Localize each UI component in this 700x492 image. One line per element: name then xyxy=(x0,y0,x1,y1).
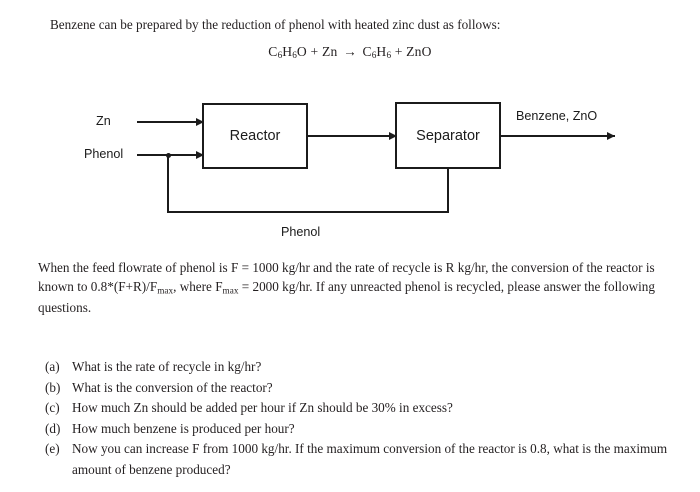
arrowhead-phenol-icon xyxy=(196,150,204,159)
equation-product-benzene: C6H6 xyxy=(362,44,392,61)
stream-line-product xyxy=(501,135,615,137)
question-marker-c: (c) xyxy=(45,400,60,415)
question-item-e: (e) Now you can increase F from 1000 kg/… xyxy=(45,439,670,480)
question-text-a: What is the rate of recycle in kg/hr? xyxy=(72,359,262,374)
stream-label-product: Benzene, ZnO xyxy=(516,109,598,123)
block-reactor: Reactor xyxy=(202,103,308,169)
question-text-d: How much benzene is produced per hour? xyxy=(72,420,295,436)
problem-statement-line-2a: the reactor is known to 0.8*(F+R)/F xyxy=(38,260,655,294)
equation-plus-1: + xyxy=(310,44,319,59)
question-text-c: How much Zn should be added per hour if … xyxy=(72,400,453,415)
reaction-arrow-icon: → xyxy=(343,44,357,59)
stream-line-reactor-to-separator xyxy=(308,135,397,137)
problem-statement-line-3: please answer the following questions. xyxy=(38,278,655,316)
intro-sentence: Benzene can be prepared by the reduction… xyxy=(50,17,501,32)
question-item-d: (d) How much benzene is produced per hou… xyxy=(45,419,670,440)
question-text-e: Now you can increase F from 1000 kg/hr. … xyxy=(72,441,668,477)
fmax-subscript-1: max xyxy=(157,284,174,295)
stream-line-phenol-feed xyxy=(137,154,204,156)
stream-line-zn xyxy=(137,121,204,123)
equation-reactant-zinc: Zn xyxy=(321,44,338,59)
block-reactor-label: Reactor xyxy=(229,128,281,144)
stream-label-zn: Zn xyxy=(96,114,111,128)
arrowhead-product-icon xyxy=(607,131,615,140)
question-item-c: (c) How much Zn should be added per hour… xyxy=(45,398,670,419)
problem-statement-line-2b: , where F xyxy=(173,278,223,294)
recycle-line-up xyxy=(167,154,169,213)
question-marker-e: (e) xyxy=(45,441,60,456)
problem-statement-line-1: When the feed flowrate of phenol is F = … xyxy=(38,260,584,275)
arrowhead-separator-inlet-icon xyxy=(389,131,397,140)
question-text-b: What is the conversion of the reactor? xyxy=(72,379,273,395)
question-item-a: (a) What is the rate of recycle in kg/hr… xyxy=(45,357,670,378)
stream-label-phenol-recycle: Phenol xyxy=(281,225,321,239)
equation-plus-2: + xyxy=(394,44,403,59)
process-flow-diagram: Zn Phenol Reactor Separator Benzene, ZnO… xyxy=(0,92,700,247)
question-marker-a: (a) xyxy=(45,359,60,374)
question-marker-b: (b) xyxy=(45,379,61,395)
recycle-line-bottom xyxy=(167,211,449,213)
fmax-subscript-2: max xyxy=(222,284,239,295)
question-marker-d: (d) xyxy=(45,420,61,436)
block-separator-label: Separator xyxy=(416,127,480,144)
stream-label-phenol-feed: Phenol xyxy=(84,147,124,161)
problem-statement: When the feed flowrate of phenol is F = … xyxy=(38,259,670,318)
recycle-line-down xyxy=(447,169,449,213)
equation-reactant-phenol: C6H6O xyxy=(268,44,307,61)
chemical-equation: C6H6O + Zn → C6H6 + ZnO xyxy=(0,44,700,60)
arrowhead-zn-icon xyxy=(196,117,204,126)
question-item-b: (b) What is the conversion of the reacto… xyxy=(45,378,670,399)
question-list: (a) What is the rate of recycle in kg/hr… xyxy=(45,357,670,480)
problem-statement-line-2c: = 2000 kg/hr. If any unreacted phenol is… xyxy=(238,278,505,294)
block-separator: Separator xyxy=(395,102,501,169)
equation-product-zinc-oxide: ZnO xyxy=(406,44,432,59)
